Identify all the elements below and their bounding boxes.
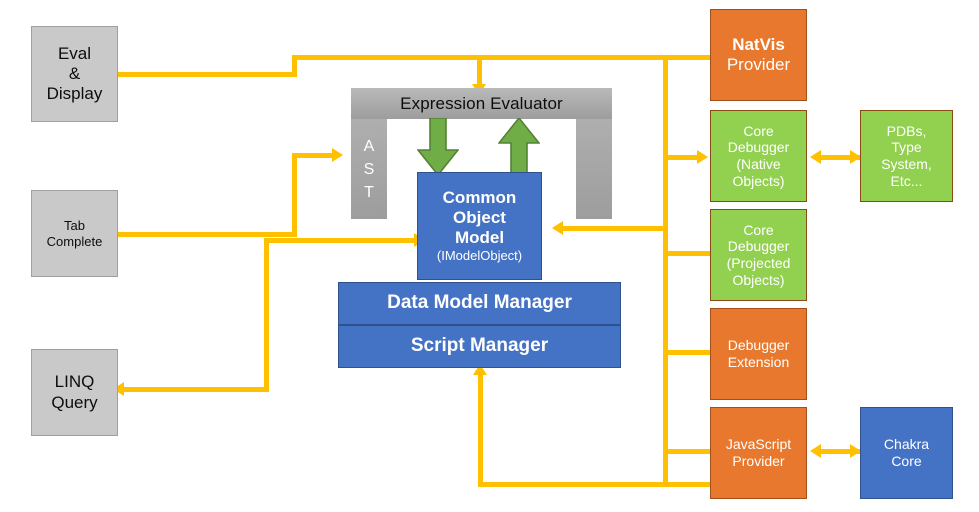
com-line-3: Model	[454, 228, 505, 248]
box-linq-query-line-2: Query	[51, 392, 98, 412]
arrowhead-com-from-right	[552, 221, 563, 235]
javascript-provider-line-2: Provider	[732, 453, 785, 469]
box-tab-complete-line-1: Tab	[64, 218, 85, 234]
wire-core-native-to-pdbs	[818, 155, 860, 160]
wire-tabcomplete-vertical	[292, 153, 297, 237]
core-debugger-projected-line-3: (Projected	[726, 255, 791, 271]
core-debugger-native-line-4: Objects)	[732, 172, 785, 189]
wire-js-to-chakra	[818, 449, 860, 454]
debugger-extension-line-2: Extension	[727, 354, 790, 370]
wire-tabcomplete-h	[118, 232, 297, 237]
box-eval-display-line-3: Display	[46, 84, 103, 104]
box-linq-query-line-1: LINQ	[54, 372, 95, 392]
wire-bus-to-ast-h	[292, 153, 336, 158]
wire-into-com-h	[264, 238, 419, 243]
box-core-debugger-native[interactable]: Core Debugger (Native Objects)	[710, 110, 807, 202]
box-tab-complete-line-2: Complete	[46, 233, 103, 249]
natvis-provider-line-2: Provider	[726, 55, 791, 74]
data-model-manager-label: Data Model Manager	[387, 292, 572, 314]
expression-evaluator-header: Expression Evaluator	[351, 88, 612, 119]
core-debugger-native-line-3: (Native	[736, 156, 781, 172]
box-eval-display-line-2: &	[68, 63, 81, 83]
wire-into-com-vertical	[264, 238, 269, 392]
arrowhead-into-linq-query	[113, 382, 124, 396]
wire-js-bottom-h	[478, 482, 711, 487]
ast-letter-s: S	[363, 160, 375, 178]
wire-top-bus-h	[292, 55, 710, 60]
wire-bus-to-core-projected	[663, 251, 711, 256]
chakra-core-line-2: Core	[891, 453, 922, 469]
box-debugger-extension[interactable]: Debugger Extension	[710, 308, 807, 400]
wire-bus-to-com-h	[562, 226, 665, 231]
box-natvis-provider[interactable]: NatVis Provider	[710, 9, 807, 101]
core-debugger-projected-line-4: Objects)	[732, 271, 785, 288]
core-debugger-native-line-1: Core	[743, 122, 774, 139]
arrowhead-into-ast	[332, 148, 343, 162]
expression-evaluator-label: Expression Evaluator	[400, 93, 563, 113]
arrowhead-pdbs-right	[850, 150, 861, 164]
arrowhead-chakra-right	[850, 444, 861, 458]
box-core-debugger-projected[interactable]: Core Debugger (Projected Objects)	[710, 209, 807, 301]
green-arrow-down-icon	[417, 118, 459, 176]
box-javascript-provider[interactable]: JavaScript Provider	[710, 407, 807, 499]
box-linq-query[interactable]: LINQ Query	[31, 349, 118, 436]
box-data-model-manager[interactable]: Data Model Manager	[338, 282, 621, 325]
wire-bus-to-core-native-h	[663, 155, 699, 160]
box-eval-display-line-1: Eval	[57, 43, 92, 63]
pdbs-line-3: System,	[881, 156, 932, 172]
natvis-provider-line-1: NatVis	[732, 34, 785, 54]
box-pdbs-type-system[interactable]: PDBs, Type System, Etc...	[860, 110, 953, 202]
ast-letter-a: A	[363, 137, 375, 155]
wire-bus-to-javascript-provider	[663, 449, 711, 454]
ast-label-group: A S T	[351, 120, 387, 219]
green-arrow-up-icon	[498, 118, 540, 176]
javascript-provider-line-1: JavaScript	[725, 436, 792, 453]
core-debugger-projected-line-2: Debugger	[727, 238, 790, 255]
pdbs-line-4: Etc...	[890, 172, 923, 189]
wire-bus-to-debugger-extension	[663, 350, 711, 355]
box-tab-complete[interactable]: Tab Complete	[31, 190, 118, 277]
com-interface-name: (IModelObject)	[436, 248, 523, 264]
wire-js-to-script-manager-vertical	[478, 375, 483, 487]
com-line-2: Object	[453, 208, 506, 228]
wire-eval-vertical	[292, 55, 297, 77]
ast-letter-t: T	[364, 184, 374, 202]
debugger-extension-line-1: Debugger	[727, 337, 790, 354]
chakra-core-line-1: Chakra	[883, 436, 930, 453]
box-script-manager[interactable]: Script Manager	[338, 325, 621, 368]
arrowhead-pdbs-left	[810, 150, 821, 164]
pdbs-line-1: PDBs,	[886, 122, 927, 139]
wire-eval-to-bus-h	[118, 72, 297, 77]
box-common-object-model[interactable]: Common Object Model (IModelObject)	[417, 172, 542, 280]
wire-linq-h	[122, 387, 267, 392]
box-chakra-core[interactable]: Chakra Core	[860, 407, 953, 499]
arrowhead-into-core-debugger-native	[697, 150, 708, 164]
arrowhead-chakra-left	[810, 444, 821, 458]
wire-bus-to-natvis	[663, 55, 711, 60]
box-eval-display[interactable]: Eval & Display	[31, 26, 118, 122]
core-debugger-native-line-2: Debugger	[727, 139, 790, 156]
wire-top-to-ee-vertical	[477, 55, 482, 86]
arrowhead-into-script-manager	[473, 364, 487, 375]
script-manager-label: Script Manager	[410, 335, 549, 357]
pdbs-line-2: Type	[891, 139, 922, 156]
wire-right-bus-vertical	[663, 55, 668, 487]
com-line-1: Common	[442, 188, 517, 208]
core-debugger-projected-line-1: Core	[743, 221, 774, 238]
